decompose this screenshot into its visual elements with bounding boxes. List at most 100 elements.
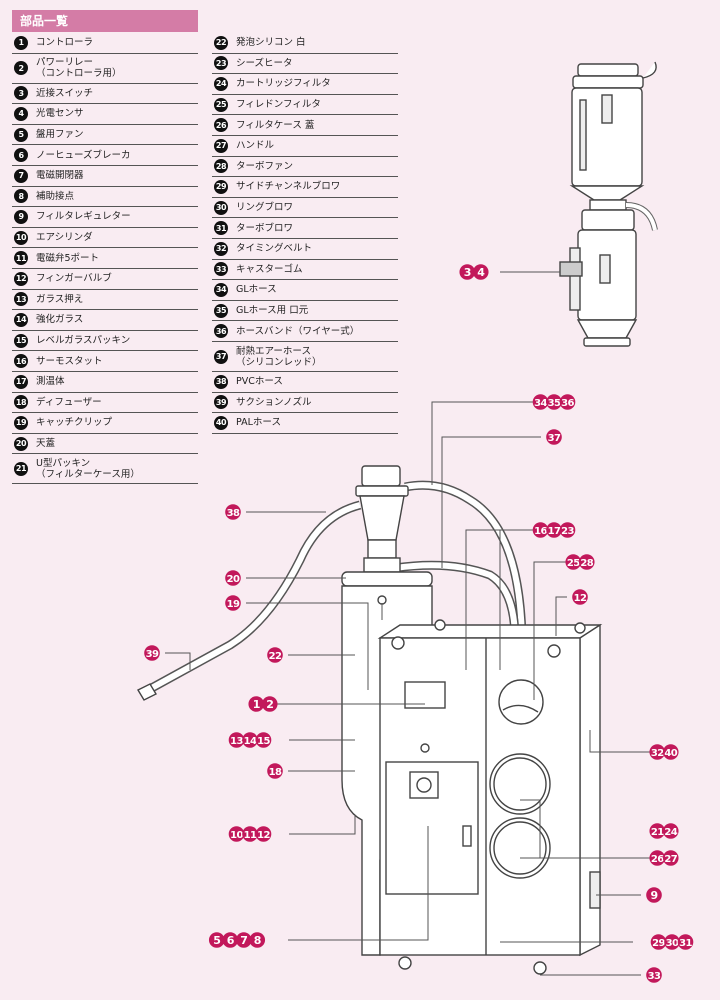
callout-circle — [255, 732, 272, 748]
callout-circle — [225, 595, 241, 611]
legend-text: 耐熱エアーホース （シリコンレッド） — [236, 345, 322, 368]
legend-text: レベルガラスパッキン — [36, 335, 131, 347]
callout-23: 23 — [559, 522, 576, 538]
callout-circle — [242, 732, 258, 748]
callout-number: 29 — [652, 938, 665, 949]
legend-text: 強化ガラス — [36, 314, 84, 326]
callout-18: 18 — [267, 763, 283, 779]
legend-number: 6 — [14, 148, 28, 163]
legend-number: 40 — [214, 415, 228, 430]
callout-16: 16 — [532, 522, 549, 538]
legend-number: 8 — [14, 189, 28, 204]
callout-number: 7 — [240, 934, 247, 947]
legend-number: 20 — [14, 436, 28, 451]
callout-30: 30 — [664, 934, 680, 950]
callout-circle — [249, 932, 266, 948]
legend-text: ノーヒューズブレーカ — [36, 149, 131, 161]
callout-number: 15 — [257, 736, 270, 747]
callout-circle — [248, 696, 265, 712]
legend-text: PVCホース — [236, 376, 283, 388]
callout-8: 8 — [249, 932, 266, 948]
callout-circle — [144, 645, 160, 661]
callout-number: 20 — [227, 574, 240, 585]
callout-number: 16 — [534, 526, 547, 537]
callout-circle — [222, 932, 239, 948]
callout-circle — [546, 522, 562, 538]
callout-17: 17 — [546, 522, 562, 538]
callout-15: 15 — [255, 732, 272, 748]
legend-text: GLホース用 口元 — [236, 305, 309, 317]
callout-number: 23 — [561, 526, 574, 537]
callout-12: 12 — [255, 826, 272, 842]
callout-20: 20 — [225, 570, 241, 586]
callout-number: 28 — [580, 558, 593, 569]
callout-12: 12 — [572, 589, 588, 605]
legend-number: 32 — [214, 241, 228, 256]
callout-number: 32 — [651, 748, 664, 759]
callout-circle — [646, 967, 662, 983]
callout-number: 21 — [651, 827, 664, 838]
callout-19: 19 — [225, 595, 241, 611]
suction-nozzle — [137, 683, 157, 701]
callout-circle — [646, 887, 662, 903]
legend-text: カートリッジフィルタ — [236, 78, 331, 90]
callout-number: 26 — [651, 854, 664, 865]
callout-circle — [532, 394, 549, 410]
legend-text: シーズヒータ — [236, 57, 293, 69]
callout-number: 39 — [146, 649, 159, 660]
legend-number: 37 — [214, 349, 228, 364]
callout-26: 26 — [649, 850, 666, 866]
legend-number: 5 — [14, 127, 28, 142]
legend-text: サーモスタット — [36, 355, 103, 367]
callout-circle — [559, 522, 576, 538]
legend-number: 12 — [14, 271, 28, 286]
callout-number: 8 — [254, 934, 261, 947]
callout-2: 2 — [261, 696, 278, 712]
cabinet-illustration — [377, 619, 603, 975]
callout-number: 19 — [227, 599, 240, 610]
legend-number: 26 — [214, 118, 228, 133]
legend-number: 28 — [214, 159, 228, 174]
callout-21: 21 — [649, 823, 666, 839]
callout-circle — [662, 823, 679, 839]
legend-item-24: 24 カートリッジフィルタ — [212, 74, 398, 95]
callout-circle — [235, 932, 252, 948]
legend-number: 36 — [214, 324, 228, 339]
legend-text: パワーリレー （コントローラ用） — [36, 57, 122, 80]
callout-number: 9 — [650, 889, 657, 902]
legend-number: 13 — [14, 292, 28, 307]
callout-number: 38 — [227, 508, 240, 519]
callout-circle — [546, 394, 562, 410]
callout-34: 34 — [532, 394, 549, 410]
callout-circle — [459, 264, 476, 280]
legend-text: 天蓋 — [36, 438, 56, 450]
callout-number: 27 — [664, 854, 677, 865]
callout-number: 5 — [213, 934, 220, 947]
callout-circle — [225, 570, 241, 586]
callout-number: 10 — [230, 830, 243, 841]
legend-number: 24 — [214, 76, 228, 91]
legend-text: フィルタケース 蓋 — [236, 119, 315, 131]
legend-text: キャッチクリップ — [36, 417, 113, 429]
legend-number: 21 — [14, 461, 28, 476]
callout-29: 29 — [650, 934, 667, 950]
legend-number: 39 — [214, 395, 228, 410]
legend-text: 測温体 — [36, 376, 65, 388]
legend-number: 27 — [214, 138, 228, 153]
callout-number: 1 — [253, 698, 260, 711]
